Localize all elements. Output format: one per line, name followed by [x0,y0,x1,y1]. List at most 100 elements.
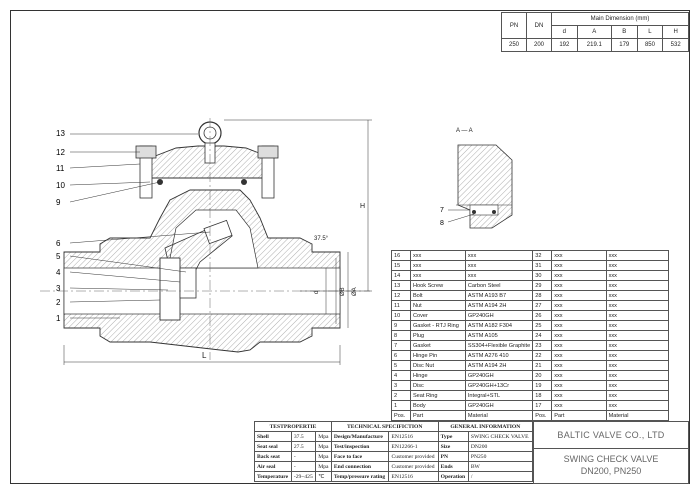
parts-cell-pos: 26 [532,310,553,321]
technical-cell: Type [437,431,469,442]
parts-cell-pos: 20 [532,370,553,381]
parts-header-part: Part [409,410,466,421]
parts-cell-mat: xxx [464,260,534,271]
technical-info-table: TESTPROPERTIE TECHNICAL SPECIFICTION GEN… [254,421,534,482]
parts-cell-pos: 30 [532,270,553,281]
parts-header-part: Part [551,410,607,421]
parts-cell-mat: ASTM A193 B7 [464,290,534,301]
header-testpropertie: TESTPROPERTIE [254,421,332,432]
title-block: BALTIC VALVE CO., LTD SWING CHECK VALVE … [533,421,689,484]
parts-cell-part: xxx [551,400,607,411]
parts-cell-mat: Integral+STL [464,390,534,401]
hinge-pin-block [203,219,233,245]
parts-cell-part: Gasket - RTJ Ring [409,320,466,331]
parts-cell-mat: xxx [605,260,670,271]
section-a-a-label: A — A [456,128,473,134]
parts-header-material: Material [605,410,670,421]
technical-cell: -29~425 [290,471,317,482]
parts-cell-pos: 27 [532,300,553,311]
parts-cell-part: Disc Nut [409,360,466,371]
parts-cell-pos: 28 [532,290,553,301]
parts-header-material: Material [464,410,534,421]
dim-value: 532 [662,38,689,52]
technical-cell: Face to face [330,451,390,462]
parts-cell-pos: 12 [391,290,411,301]
dim-value: 200 [526,38,552,52]
technical-cell: 37.5 [290,431,317,442]
technical-cell: / [467,471,534,482]
parts-cell-pos: 23 [532,340,553,351]
parts-cell-pos: 1 [391,400,411,411]
dim-l-label: L [202,351,207,360]
parts-cell-mat: xxx [464,250,534,261]
gasket-ring [241,179,247,185]
balloon-leaders [69,133,211,319]
parts-cell-part: xxx [551,340,607,351]
parts-cell-pos: 31 [532,260,553,271]
technical-cell: Mpa [315,461,332,472]
technical-cell: EN12266-1 [388,441,439,452]
disc-nut [179,267,197,299]
technical-cell: End connection [330,461,390,472]
company-name: BALTIC VALVE CO., LTD [557,430,665,440]
parts-cell-part: Gasket [409,340,466,351]
balloon-12: 12 [56,148,65,157]
parts-cell-pos: 18 [532,390,553,401]
parts-cell-pos: 15 [391,260,411,271]
parts-cell-part: Cover [409,310,466,321]
balloon-10: 10 [56,181,65,190]
parts-cell-mat: xxx [605,280,670,291]
dim-b-label: ØB [340,287,346,296]
parts-cell-part: Plug [409,330,466,341]
balloon-8: 8 [440,220,444,227]
parts-cell-part: xxx [551,380,607,391]
product-name: SWING CHECK VALVE [563,454,659,464]
technical-cell: BW [467,461,534,472]
balloon-9: 9 [56,198,61,207]
technical-cell: Customer provided [388,451,439,462]
parts-cell-mat: ASTM A182 F304 [464,320,534,331]
parts-cell-mat: xxx [605,400,670,411]
parts-cell-pos: 4 [391,370,411,381]
parts-cell-part: Nut [409,300,466,311]
technical-cell: Operation [437,471,469,482]
balloon-1: 1 [56,314,61,323]
balloon-3: 3 [56,284,61,293]
balloon-6: 6 [56,239,61,248]
header-technical-spec: TECHNICAL SPECIFICTION [330,421,439,432]
technical-cell: Design/Manufacture [330,431,390,442]
parts-cell-pos: 7 [391,340,411,351]
parts-cell-pos: 6 [391,350,411,361]
parts-cell-pos: 5 [391,360,411,371]
technical-cell: 27.5 [290,441,317,452]
angle-label: 37.5° [314,236,329,242]
parts-cell-pos: 29 [532,280,553,291]
nut [257,145,279,159]
parts-cell-pos: 32 [532,250,553,261]
technical-cell: EN12516 [388,471,439,482]
detail-leader [447,213,475,223]
parts-cell-pos: 21 [532,360,553,371]
parts-cell-pos: 11 [391,300,411,311]
parts-cell-mat: xxx [605,380,670,391]
technical-cell: Temp/pressure rating [330,471,390,482]
parts-cell-mat: xxx [605,350,670,361]
parts-cell-part: Body [409,400,466,411]
parts-cell-mat: ASTM A194 2H [464,360,534,371]
parts-cell-pos: 16 [391,250,411,261]
technical-cell: Customer provided [388,461,439,472]
parts-cell-part: Hook Screw [409,280,466,291]
parts-cell-part: xxx [409,270,466,281]
